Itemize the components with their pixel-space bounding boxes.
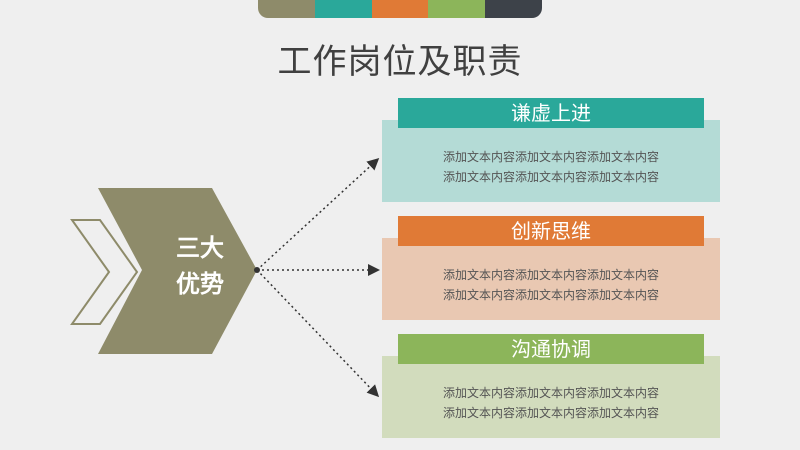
card-text-line: 添加文本内容添加文本内容添加文本内容 bbox=[442, 170, 659, 184]
strip-teal bbox=[314, 0, 372, 18]
center-label-line1: 三大 bbox=[176, 234, 224, 262]
center-label-line2: 优势 bbox=[176, 270, 224, 298]
card-title: 谦虚上进 bbox=[398, 98, 704, 128]
center-label: 三大 优势 bbox=[160, 230, 240, 302]
card-text-line: 添加文本内容添加文本内容添加文本内容 bbox=[442, 268, 659, 282]
top-color-strip bbox=[258, 0, 542, 18]
arrow-to-card-3 bbox=[256, 269, 380, 398]
strip-dark bbox=[485, 0, 542, 18]
card-title: 创新思维 bbox=[398, 216, 704, 246]
strip-green bbox=[428, 0, 486, 18]
card-text-line: 添加文本内容添加文本内容添加文本内容 bbox=[442, 150, 659, 164]
card-body: 添加文本内容添加文本内容添加文本内容 添加文本内容添加文本内容添加文本内容 bbox=[382, 238, 720, 320]
page-title: 工作岗位及职责 bbox=[277, 42, 523, 82]
card-text-line: 添加文本内容添加文本内容添加文本内容 bbox=[442, 386, 659, 400]
strip-orange bbox=[371, 0, 429, 18]
card-text-line: 添加文本内容添加文本内容添加文本内容 bbox=[442, 288, 659, 302]
card-title: 沟通协调 bbox=[398, 334, 704, 364]
card-body: 添加文本内容添加文本内容添加文本内容 添加文本内容添加文本内容添加文本内容 bbox=[382, 120, 720, 202]
card-body: 添加文本内容添加文本内容添加文本内容 添加文本内容添加文本内容添加文本内容 bbox=[382, 356, 720, 438]
card-text-line: 添加文本内容添加文本内容添加文本内容 bbox=[442, 406, 659, 420]
main-chevron bbox=[98, 188, 257, 354]
outline-chevron bbox=[70, 219, 139, 325]
arrow-to-card-1 bbox=[256, 157, 380, 271]
strip-olive bbox=[258, 0, 315, 18]
